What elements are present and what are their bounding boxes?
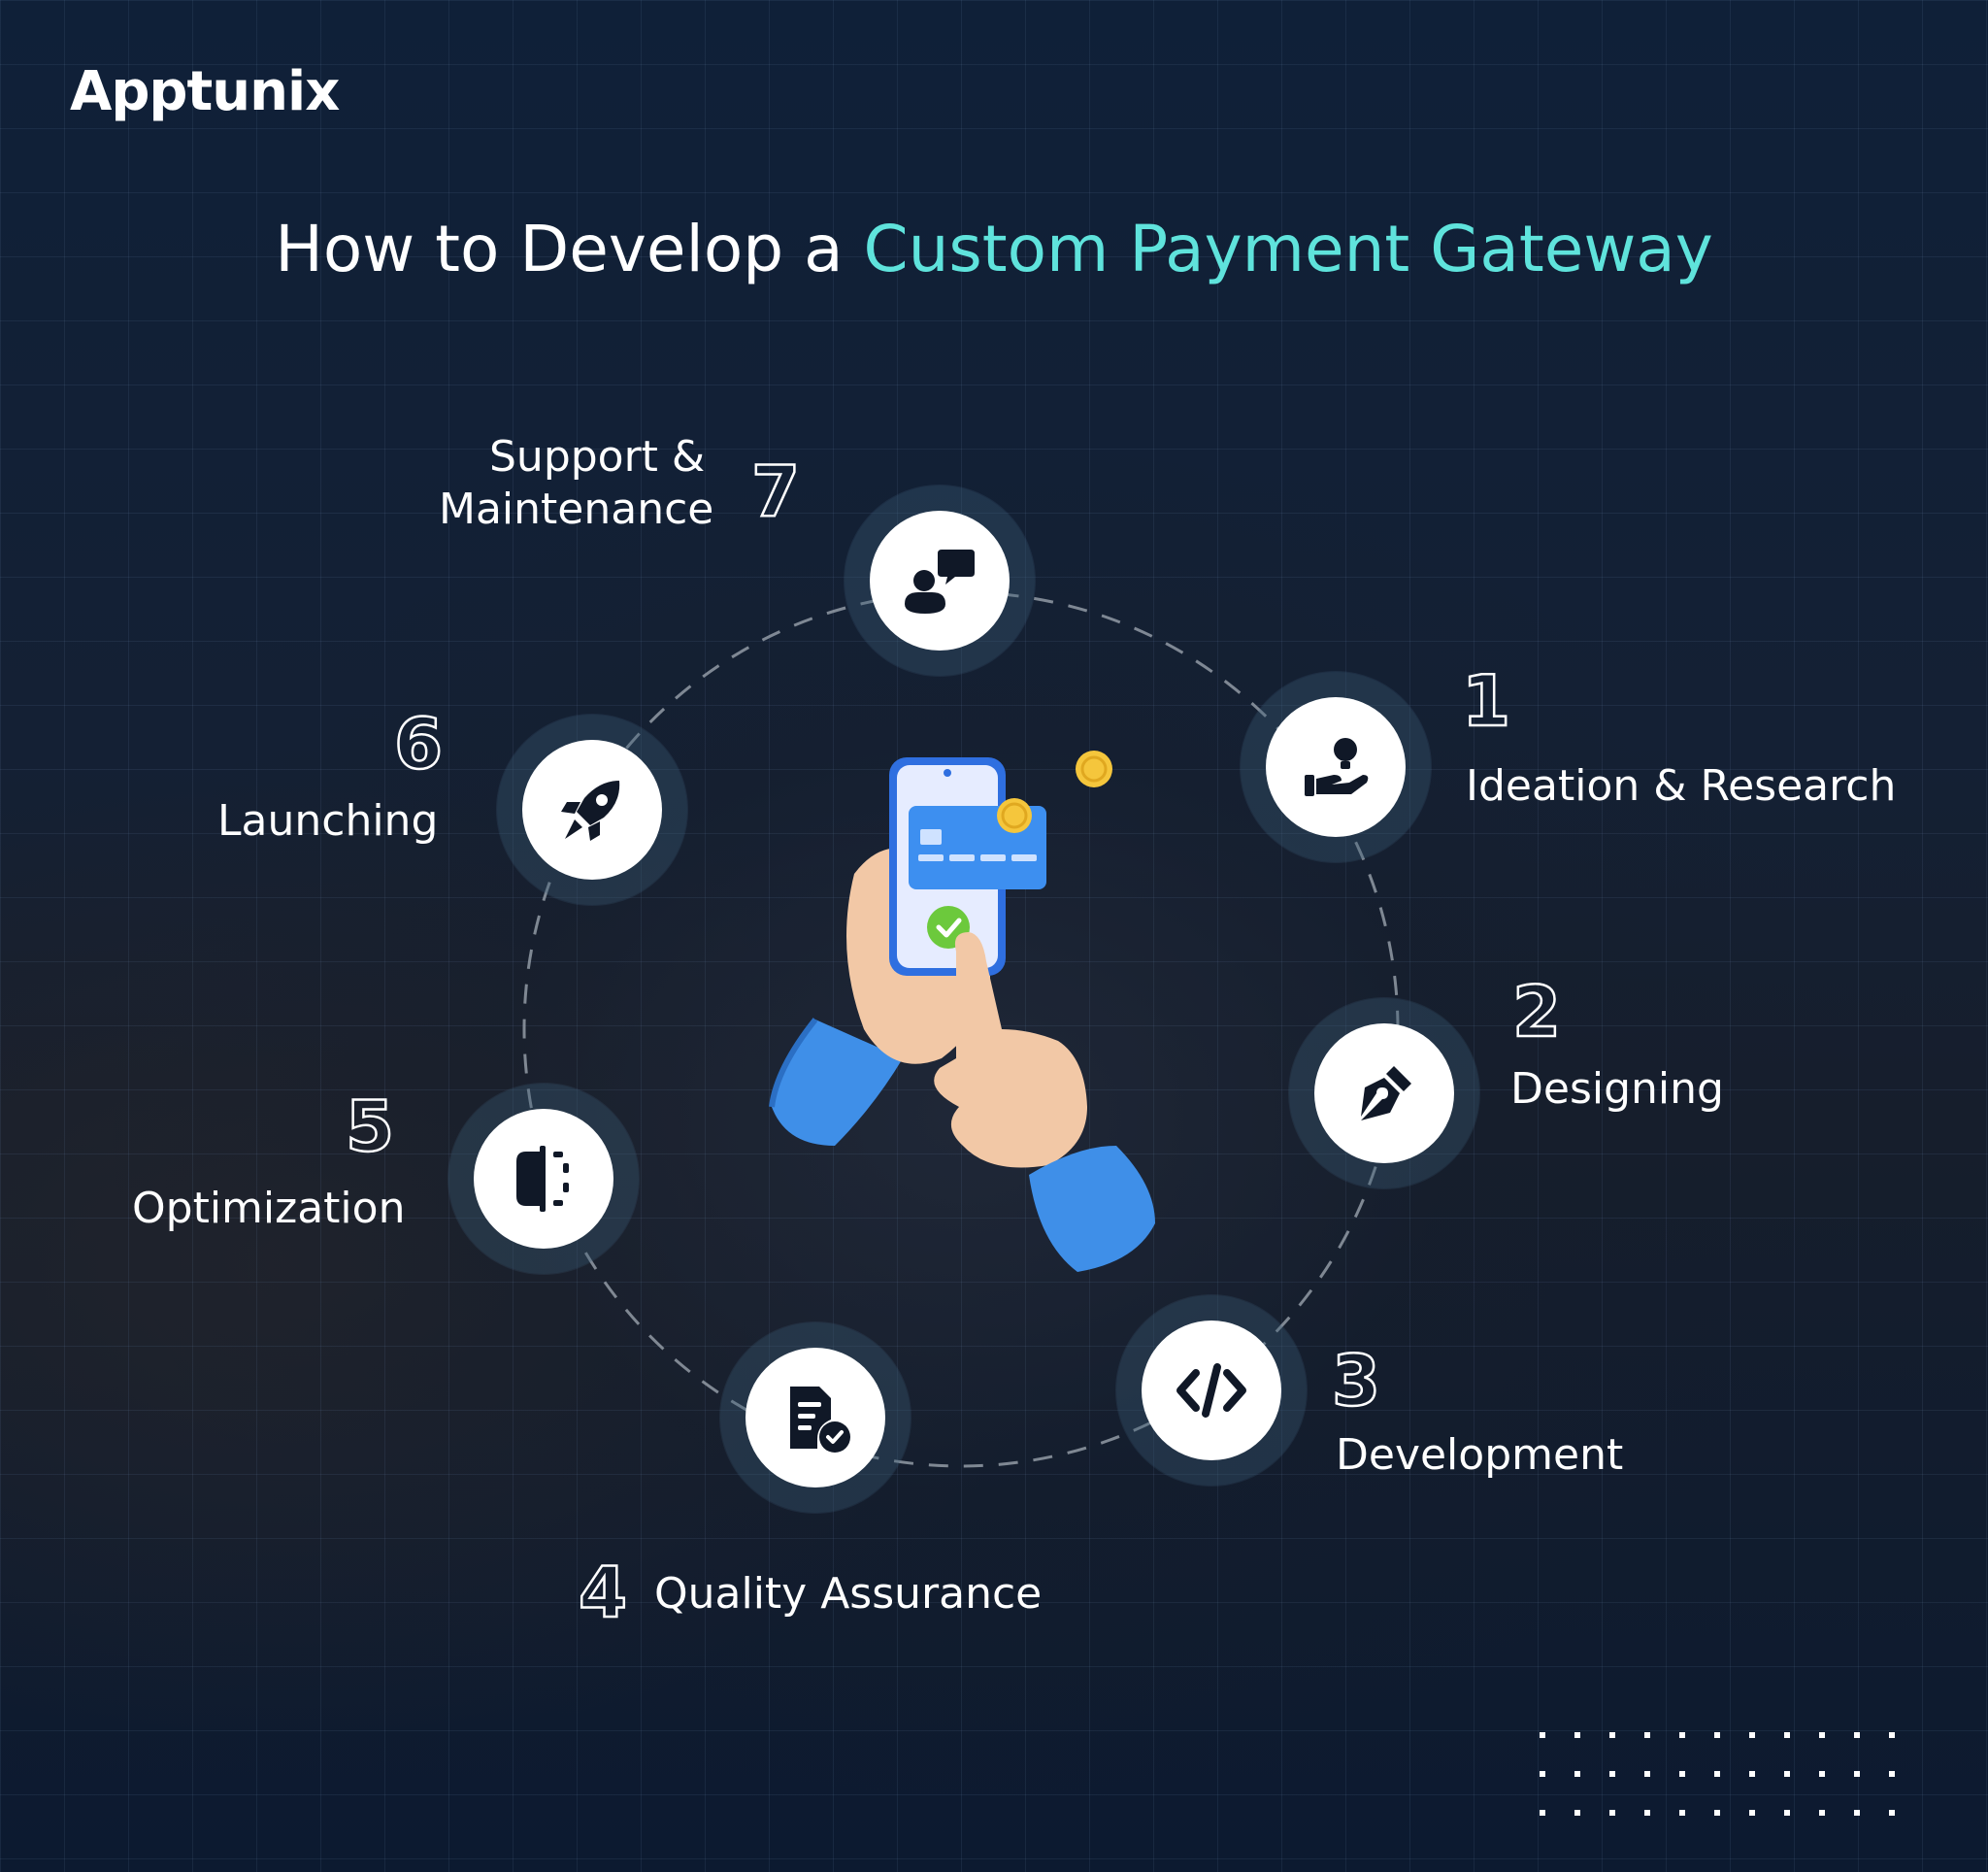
decorative-dot [1679, 1771, 1685, 1777]
step-4-node [720, 1322, 911, 1513]
step-5-label: Optimization [132, 1184, 406, 1233]
decorative-dot [1540, 1810, 1545, 1816]
phone-payment-illustration [769, 751, 1155, 1272]
step-7-label-line2: Maintenance [439, 485, 714, 534]
page-title: How to Develop a Custom Payment Gateway [0, 212, 1988, 286]
decorative-dot [1889, 1732, 1895, 1738]
decorative-dot [1819, 1810, 1825, 1816]
step-1-number: 1 [1461, 660, 1512, 742]
step-6-number: 6 [393, 703, 445, 785]
pen-nib-icon [1361, 1066, 1411, 1120]
decorative-dot [1540, 1771, 1545, 1777]
decorative-dot-grid [1540, 1732, 1895, 1816]
decorative-dot [1574, 1810, 1580, 1816]
step-7-label-line1: Support & [489, 432, 706, 482]
step-4-number: 4 [578, 1552, 629, 1633]
decorative-dot [1784, 1732, 1790, 1738]
decorative-dot [1889, 1771, 1895, 1777]
brand-logo: Apptunix [70, 60, 340, 123]
code-icon [1176, 1363, 1246, 1418]
decorative-dot [1749, 1771, 1755, 1777]
decorative-dot [1854, 1810, 1860, 1816]
step-7-number: 7 [750, 451, 802, 532]
decorative-dot [1540, 1732, 1545, 1738]
document-check-icon [790, 1387, 850, 1453]
decorative-dot [1819, 1732, 1825, 1738]
decorative-dot [1609, 1732, 1615, 1738]
decorative-dot [1574, 1771, 1580, 1777]
decorative-dot [1609, 1810, 1615, 1816]
step-3-number: 3 [1331, 1340, 1382, 1421]
step-5-number: 5 [345, 1086, 396, 1167]
decorative-dot [1714, 1732, 1720, 1738]
step-3-label: Development [1336, 1430, 1624, 1480]
decorative-dot [1644, 1810, 1650, 1816]
step-2-label: Designing [1510, 1064, 1724, 1114]
decorative-dot [1749, 1810, 1755, 1816]
step-6-label: Launching [217, 796, 439, 846]
title-prefix: How to Develop a [275, 212, 864, 286]
rocket-icon [561, 781, 620, 841]
step-7-node [845, 485, 1035, 676]
step-4-label: Quality Assurance [654, 1569, 1043, 1619]
decorative-dot [1784, 1810, 1790, 1816]
decorative-dot [1644, 1771, 1650, 1777]
decorative-dot [1819, 1771, 1825, 1777]
decorative-dot [1679, 1810, 1685, 1816]
decorative-dot [1574, 1732, 1580, 1738]
decorative-dot [1714, 1771, 1720, 1777]
step-2-number: 2 [1511, 971, 1563, 1053]
decorative-dot [1854, 1771, 1860, 1777]
decorative-dot [1714, 1810, 1720, 1816]
step-3-node [1116, 1295, 1307, 1486]
decorative-dot [1854, 1732, 1860, 1738]
support-chat-icon [905, 550, 975, 614]
step-1-label: Ideation & Research [1466, 761, 1897, 811]
step-5-node [448, 1084, 639, 1274]
split-bracket-icon [516, 1146, 569, 1212]
title-accent: Custom Payment Gateway [863, 212, 1713, 286]
step-2-node [1289, 998, 1479, 1188]
decorative-dot [1644, 1732, 1650, 1738]
hand-lightbulb-icon [1305, 738, 1369, 796]
decorative-dot [1889, 1810, 1895, 1816]
decorative-dot [1609, 1771, 1615, 1777]
step-6-node [497, 715, 687, 905]
step-1-node [1241, 672, 1431, 862]
decorative-dot [1679, 1732, 1685, 1738]
decorative-dot [1784, 1771, 1790, 1777]
decorative-dot [1749, 1732, 1755, 1738]
